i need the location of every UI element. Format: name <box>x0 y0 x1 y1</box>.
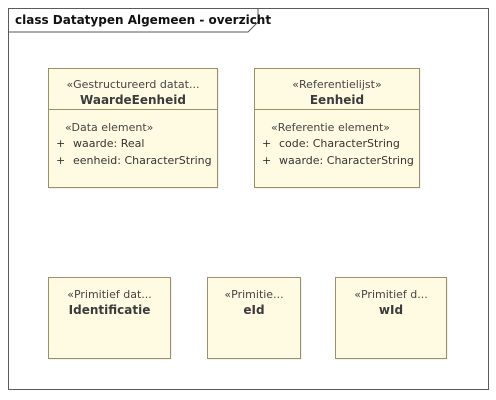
class-header: «Referentielijst» Eenheid <box>255 69 419 109</box>
frame-tab-outline <box>9 9 259 33</box>
class-identificatie[interactable]: «Primitief dat... Identificatie <box>48 277 171 359</box>
class-header: «Primitie... eId <box>208 278 300 318</box>
attribute-visibility: + <box>56 137 66 150</box>
attribute-visibility: + <box>56 154 66 167</box>
class-name: Eenheid <box>309 93 365 107</box>
class-wid[interactable]: «Primitief d... wId <box>335 277 447 359</box>
attribute-row[interactable]: + eenheid: CharacterString <box>49 152 217 169</box>
class-divider <box>255 109 419 110</box>
attribute-row[interactable]: + waarde: CharacterString <box>255 152 419 169</box>
class-divider <box>49 109 217 110</box>
compartment-stereotype: «Data element» <box>65 121 154 134</box>
attribute-text: code: CharacterString <box>279 137 400 150</box>
attribute-row[interactable]: + code: CharacterString <box>255 135 419 152</box>
class-header: «Primitief d... wId <box>336 278 446 318</box>
class-waarde-eenheid[interactable]: «Gestructureerd datat... WaardeEenheid «… <box>48 68 218 188</box>
frame-title-tab: class Datatypen Algemeen - overzicht <box>9 9 271 33</box>
class-stereotype: «Primitief dat... <box>67 288 152 301</box>
compartment-stereotype: «Referentie element» <box>271 121 391 134</box>
class-stereotype: «Primitie... <box>224 288 284 301</box>
attribute-text: waarde: CharacterString <box>279 154 414 167</box>
attribute-text: eenheid: CharacterString <box>73 154 212 167</box>
attribute-row[interactable]: + waarde: Real <box>49 135 217 152</box>
attribute-visibility: + <box>262 137 272 150</box>
diagram-title: class Datatypen Algemeen - overzicht <box>15 13 272 27</box>
class-eid[interactable]: «Primitie... eId <box>207 277 301 359</box>
class-name: Identificatie <box>68 303 151 317</box>
class-header: «Gestructureerd datat... WaardeEenheid <box>49 69 217 109</box>
class-stereotype: «Primitief d... <box>354 288 428 301</box>
class-stereotype: «Referentielijst» <box>292 78 382 91</box>
attribute-compartment: «Referentie element» + code: CharacterSt… <box>255 110 419 169</box>
class-header: «Primitief dat... Identificatie <box>49 278 170 318</box>
attribute-text: waarde: Real <box>73 137 145 150</box>
class-eenheid[interactable]: «Referentielijst» Eenheid «Referentie el… <box>254 68 420 188</box>
attribute-compartment: «Data element» + waarde: Real + eenheid:… <box>49 110 217 169</box>
class-name: wId <box>378 303 404 317</box>
attribute-visibility: + <box>262 154 272 167</box>
class-stereotype: «Gestructureerd datat... <box>66 78 200 91</box>
class-name: WaardeEenheid <box>80 93 186 107</box>
class-name: eId <box>243 303 265 317</box>
